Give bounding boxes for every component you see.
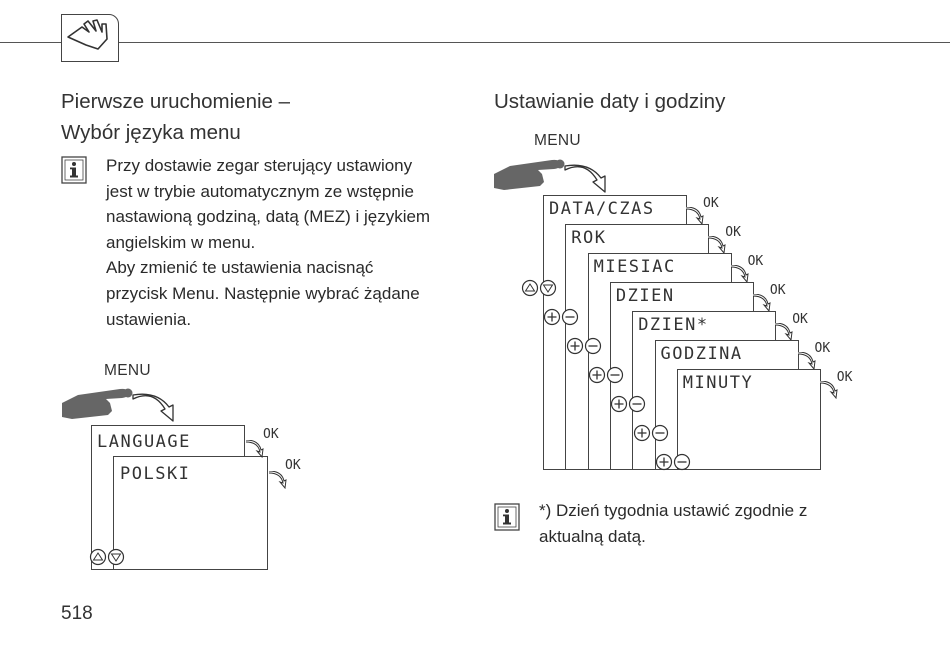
ok-label: OK (814, 341, 831, 356)
up-down-buttons-icon (89, 548, 127, 571)
ok-label: OK (769, 283, 786, 298)
left-info-text: Przy dostawie zegar sterujący ustawiony … (106, 153, 430, 332)
ok-label: OK (703, 196, 719, 211)
top-rule (0, 42, 950, 43)
ok-label: OK (792, 312, 808, 327)
page-number: 518 (61, 603, 93, 624)
info-line: Przy dostawie zegar sterujący ustawiony (106, 156, 413, 175)
info-line: angielskim w menu. (106, 232, 256, 252)
ok-label: OK (285, 458, 301, 473)
info-icon (61, 156, 87, 189)
lcd-screen: MINUTY (676, 369, 821, 470)
right-heading: Ustawianie daty i godziny (494, 90, 726, 113)
info-icon (494, 503, 520, 536)
plus-minus-buttons-icon (655, 453, 693, 471)
ok-label: OK (263, 427, 279, 442)
lcd-text: DZIEN (615, 286, 675, 306)
finger-press-icon (62, 381, 182, 432)
info-line: przycisk Menu. Następnie wybrać żądane (106, 283, 420, 303)
info-line: ustawienia. (106, 309, 192, 329)
curved-arrow-icon (131, 391, 179, 430)
plus-minus-buttons-icon (588, 366, 626, 384)
lcd-text: DZIEN* (638, 315, 709, 335)
note-line: *) Dzień tygodnia ustawić zgodnie z (539, 501, 808, 520)
lcd-screen-polski: POLSKI (113, 456, 268, 570)
ok-label: OK (747, 254, 764, 269)
info-line: jest w trybie automatycznym ze wstępnie (106, 181, 415, 201)
lcd-text: MINUTY (682, 373, 754, 393)
right-menu-label: MENU (534, 132, 581, 149)
lcd-text: MIESIAC (593, 257, 676, 277)
hand-press-icon (67, 19, 108, 50)
lcd-text: GODZINA (660, 344, 743, 364)
info-line: nastawioną godziną, datą (MEZ) i językie… (106, 207, 431, 227)
ok-arrow-icon (245, 439, 265, 463)
section-tab (61, 14, 119, 62)
plus-minus-buttons-icon (633, 424, 671, 442)
left-heading-line2: Wybór języka menu (61, 121, 241, 144)
up-down-buttons-icon (521, 279, 559, 297)
curved-arrow-icon (563, 162, 611, 201)
info-line: Aby zmienić te ustawienia nacisnąć (106, 258, 374, 278)
right-note-text: *) Dzień tygodnia ustawić zgodnie z aktu… (539, 498, 807, 549)
finger-press-icon (494, 152, 614, 203)
lcd-text: DATA/CZAS (549, 199, 655, 219)
lcd-text: ROK (571, 228, 607, 248)
lcd-text: LANGUAGE (97, 432, 191, 452)
plus-minus-buttons-icon (610, 395, 648, 413)
plus-minus-buttons-icon (543, 308, 581, 326)
left-menu-label: MENU (104, 362, 151, 379)
ok-label: OK (836, 370, 853, 385)
plus-minus-buttons-icon (566, 337, 604, 355)
ok-label: OK (725, 225, 741, 240)
note-line: aktualną datą. (539, 526, 646, 546)
ok-arrow-icon (268, 470, 288, 494)
ok-arrow-icon (819, 380, 839, 404)
lcd-text: POLSKI (120, 464, 191, 484)
left-heading-line1: Pierwsze uruchomienie – (61, 90, 291, 113)
